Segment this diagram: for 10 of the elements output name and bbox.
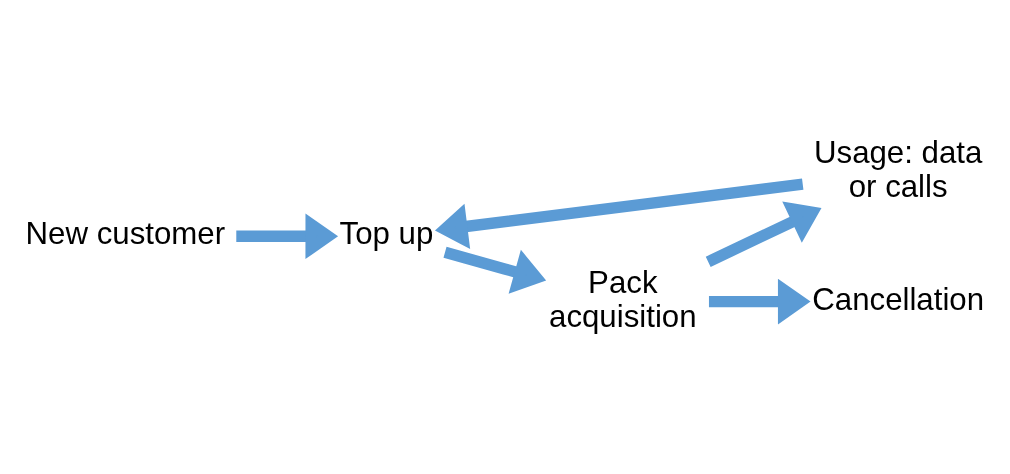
arrow [708,278,811,325]
arrow [236,213,339,260]
node-text: Cancellation [812,281,985,317]
arrow [434,178,804,249]
node-text: New customer [25,216,226,252]
node-text: Usage: data or calls [813,135,983,205]
node-text: Top up [339,216,434,252]
arrow [705,201,822,267]
arrow [443,246,547,294]
node-text: Pack acquisition [549,264,697,334]
